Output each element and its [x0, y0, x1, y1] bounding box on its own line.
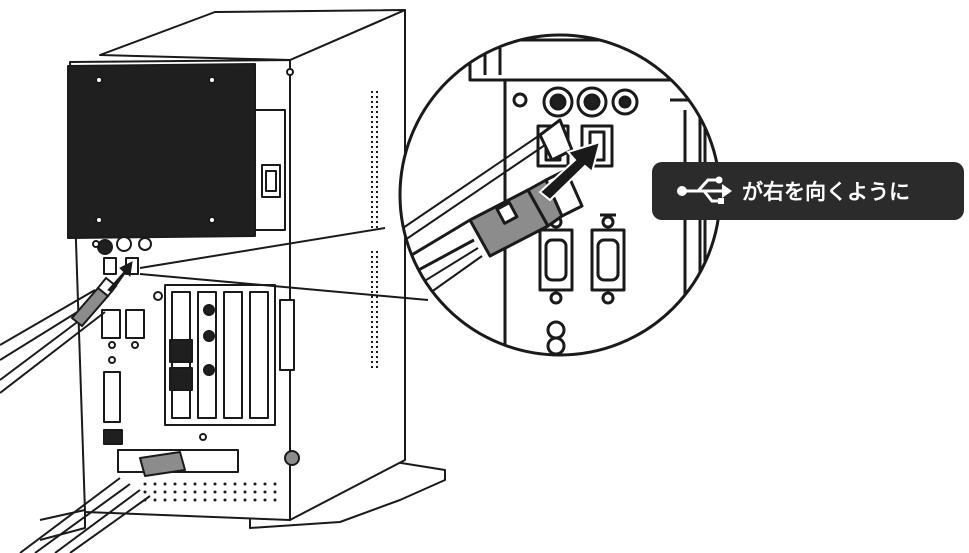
orientation-callout: が右を向くように [652, 162, 964, 220]
audio-jack [98, 240, 112, 254]
bottom-vent-grille [140, 478, 280, 506]
tower-side-panel [290, 10, 405, 520]
power-unit-block [68, 64, 255, 238]
callout-label: が右を向くように [742, 180, 910, 204]
desktop-tower [40, 10, 445, 540]
tower-usb-port-1 [104, 258, 116, 274]
